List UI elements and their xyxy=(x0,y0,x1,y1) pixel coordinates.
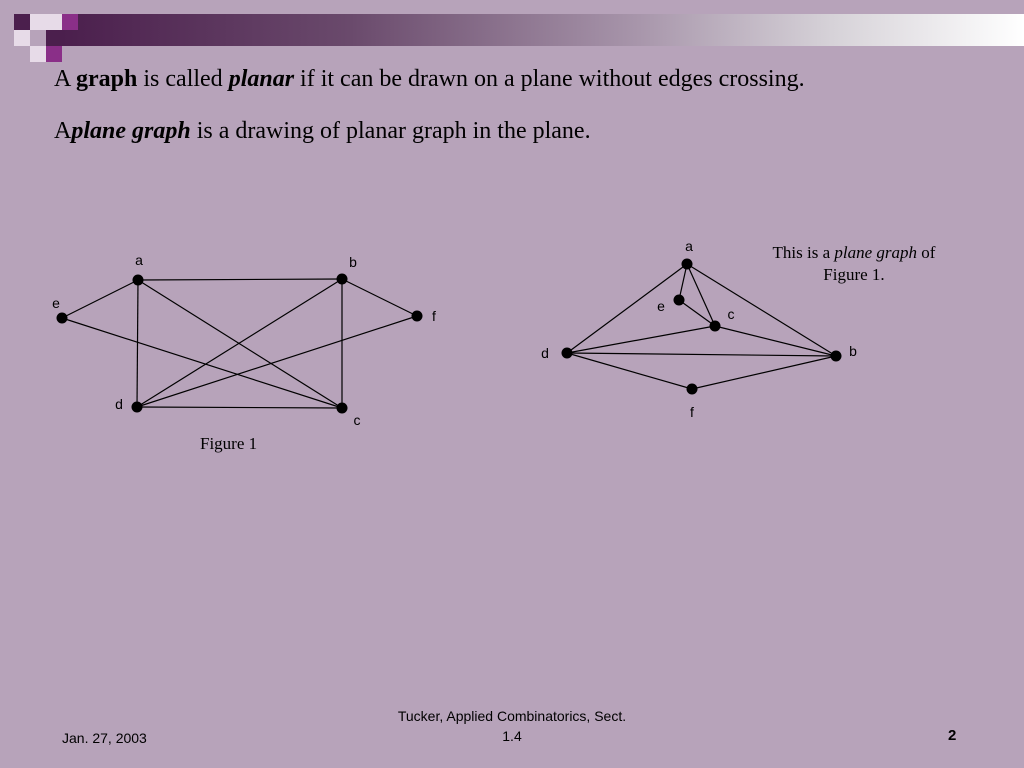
figure1-edge-d-c xyxy=(136,406,343,409)
decor-square xyxy=(30,14,46,30)
footer-source-line1: Tucker, Applied Combinatorics, Sect. xyxy=(397,708,627,724)
figure2-edge-d-b xyxy=(566,352,837,357)
caption2-italic: plane graph xyxy=(834,243,918,262)
figure2-edge-a-e xyxy=(678,263,688,301)
decor-square xyxy=(14,30,30,46)
figure2-vertex-c xyxy=(709,320,721,332)
figure2-edge-a-c xyxy=(686,263,716,327)
line1-suffix: if it can be drawn on a plane without ed… xyxy=(294,66,805,92)
figure1-vertex-d xyxy=(131,401,143,413)
figure1-vertices: a b c d e f xyxy=(52,252,436,428)
figure1-vertex-label-a: a xyxy=(135,252,143,268)
figure2-vertex-label-d: d xyxy=(541,345,549,361)
figure1-vertex-a xyxy=(132,274,144,286)
footer-source: Tucker, Applied Combinatorics, Sect. 1.4 xyxy=(362,706,662,746)
figure2-vertices: a b c d e f xyxy=(541,238,857,420)
figure2-vertex-label-c: c xyxy=(728,306,735,322)
figure2-vertex-label-e: e xyxy=(657,298,665,314)
figure2-vertex-label-f: f xyxy=(690,404,694,420)
figure2-edge-d-f xyxy=(566,352,693,390)
figure1-vertex-f xyxy=(411,310,423,322)
definition-plane-graph: Aplane graph is a drawing of planar grap… xyxy=(54,118,591,145)
footer-date: Jan. 27, 2003 xyxy=(62,730,147,746)
figure1-vertex-e xyxy=(56,312,68,324)
figure2-vertex-d xyxy=(561,347,573,359)
figure2-caption: This is a plane graph of Figure 1. xyxy=(746,242,962,286)
figure2-vertex-a xyxy=(681,258,693,270)
figure1-edge-d-f xyxy=(136,315,418,408)
decor-square xyxy=(62,14,78,30)
figure1-caption: Figure 1 xyxy=(200,434,258,453)
figure1-vertex-label-c: c xyxy=(354,412,361,428)
caption2-suffix: of xyxy=(921,243,936,262)
term-plane-graph: plane graph xyxy=(71,118,191,144)
figure1-edge-b-d xyxy=(136,278,343,408)
figure1-edge-a-d xyxy=(136,279,139,408)
line2-suffix: is a drawing of planar graph in the plan… xyxy=(196,118,591,144)
figure1-vertex-label-d: d xyxy=(115,396,123,412)
figure1-vertex-label-e: e xyxy=(52,295,60,311)
figure2-edge-a-b xyxy=(686,263,837,357)
figure1-edge-b-f xyxy=(341,278,418,317)
figure1-edges xyxy=(61,278,418,409)
figure2-vertex-e xyxy=(673,294,685,306)
figure1-edge-e-c xyxy=(61,317,343,409)
decor-square xyxy=(46,14,62,30)
figure2-edge-d-c xyxy=(566,325,716,354)
line1-mid: is called xyxy=(143,66,223,92)
footer-source-line2: 1.4 xyxy=(502,728,522,744)
figure2-edge-e-c xyxy=(678,299,716,327)
figure2-edge-c-b xyxy=(714,325,837,357)
figure2-edge-f-b xyxy=(691,355,837,390)
figure2-vertex-label-b: b xyxy=(849,343,857,359)
figure1-vertex-label-f: f xyxy=(432,308,436,324)
term-graph: graph xyxy=(76,66,138,92)
figure2-vertex-f xyxy=(686,383,698,395)
figure1-edge-a-c xyxy=(137,279,343,409)
figure1-edge-a-e xyxy=(61,279,139,319)
decor-square xyxy=(46,30,62,46)
definition-planar: A graph is called planar if it can be dr… xyxy=(54,66,805,93)
header-gradient-band xyxy=(62,14,1024,46)
caption2-prefix: This is a xyxy=(772,243,831,262)
page-number: 2 xyxy=(948,727,957,744)
figure1-vertex-label-b: b xyxy=(349,254,357,270)
figure2-vertex-label-a: a xyxy=(685,238,693,254)
figure2-edge-a-d xyxy=(566,263,688,354)
term-planar: planar xyxy=(228,66,295,92)
figure1-edge-a-b xyxy=(137,278,343,281)
caption2-line2: Figure 1. xyxy=(823,265,885,284)
figure1-vertex-b xyxy=(336,273,348,285)
decor-square xyxy=(30,46,46,62)
decor-square xyxy=(14,14,30,30)
figure2-vertex-b xyxy=(830,350,842,362)
line1-prefix: A xyxy=(54,66,71,92)
line2-prefix: A xyxy=(54,118,72,144)
decor-square xyxy=(46,46,62,62)
figure2-edges xyxy=(566,263,837,390)
figure1-vertex-c xyxy=(336,402,348,414)
